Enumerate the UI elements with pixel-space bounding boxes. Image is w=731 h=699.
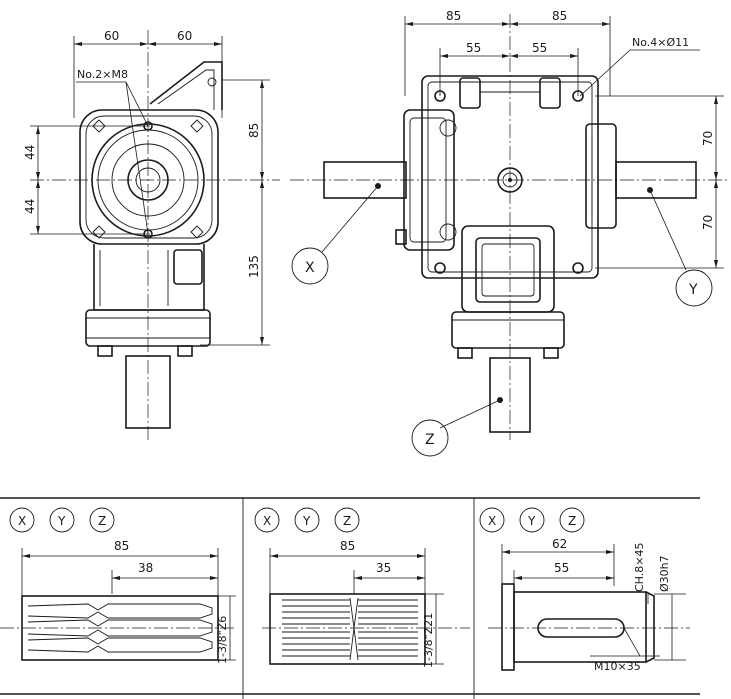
side-view: 60 60 No.2×M8: [23, 29, 280, 440]
panel3-thread: M10×35: [594, 660, 641, 673]
panel3-chamfer: CH.8×45: [633, 543, 646, 592]
dim-85-side: 85: [247, 123, 261, 138]
panel3-length: 62: [552, 537, 567, 551]
callout-x: X: [305, 260, 315, 276]
shaft-option-1: X Y Z 85 38 1-3/8"Z6: [0, 507, 236, 664]
callout-z: Z: [425, 432, 435, 448]
hole-note: No.4×Ø11: [632, 36, 689, 49]
panel1-segment: 38: [138, 561, 153, 575]
panel2-circle-z: Z: [343, 514, 351, 528]
panel1-circle-y: Y: [57, 514, 66, 528]
panel1-circle-x: X: [18, 514, 26, 528]
dim-44-lower: 44: [23, 199, 37, 214]
panel2-segment: 35: [376, 561, 391, 575]
panel2-diameter: 1-3/8"Z21: [422, 613, 435, 668]
shaft-option-3: X Y Z 62 55 CH.8×45 Ø30h7 M10×35: [479, 507, 690, 673]
panel3-segment: 55: [554, 561, 569, 575]
dim-44-upper: 44: [23, 145, 37, 160]
spline-teeth: [282, 597, 418, 661]
callout-y: Y: [688, 282, 698, 298]
panel1-circle-z: Z: [98, 514, 106, 528]
dim-70-upper: 70: [701, 131, 715, 146]
panel3-circle-y: Y: [527, 514, 536, 528]
panel1-diameter: 1-3/8"Z6: [216, 616, 229, 664]
front-view: 85 85 55 55 No.4×Ø11 70 70: [290, 9, 728, 457]
panel2-length: 85: [340, 539, 355, 553]
dim-60-left: 60: [104, 29, 119, 43]
panel2-circle-x: X: [263, 514, 271, 528]
bolt-note: No.2×M8: [77, 68, 128, 81]
shaft-option-2: X Y Z 85 35 1: [254, 507, 470, 668]
shaft-options-table: [0, 497, 700, 699]
dim-135-side: 135: [247, 255, 261, 278]
dim-85-right: 85: [552, 9, 567, 23]
dim-55-left: 55: [466, 41, 481, 55]
panel3-circle-z: Z: [568, 514, 576, 528]
dim-60-right: 60: [177, 29, 192, 43]
panel3-diameter: Ø30h7: [658, 555, 671, 592]
dim-85-left: 85: [446, 9, 461, 23]
panel2-circle-y: Y: [302, 514, 311, 528]
panel3-circle-x: X: [488, 514, 496, 528]
dim-70-lower: 70: [701, 215, 715, 230]
panel1-length: 85: [114, 539, 129, 553]
dim-55-right: 55: [532, 41, 547, 55]
